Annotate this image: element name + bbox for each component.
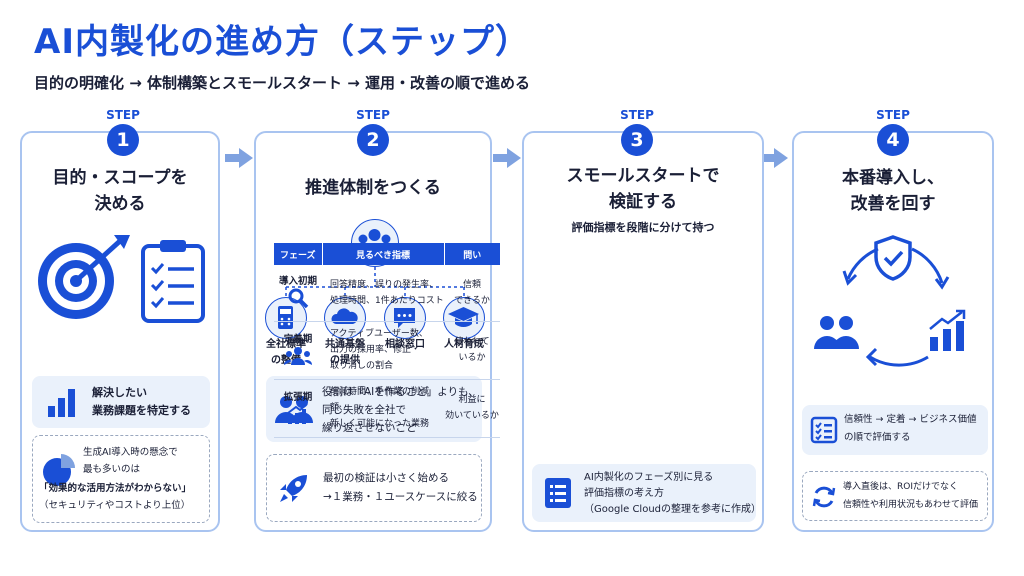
step-number-1: 1 [107, 124, 139, 156]
step-4-eval-line2: の順で評価する [844, 432, 911, 443]
table-cell-phase: 導入初期 [278, 276, 317, 288]
step-number-4: 4 [877, 124, 909, 156]
table-cell-metric: 削減時間、手作業の削減額、 [330, 387, 430, 413]
growth-chart-icon [287, 402, 308, 424]
group-icon [284, 346, 312, 365]
step-3-source-line1: AI内製化のフェーズ別に見る [584, 472, 714, 483]
step-4-roi-line1: 導入直後は、ROIだけでなく [843, 482, 958, 492]
document-list-icon [545, 478, 571, 508]
step-card-3: スモールスタートで 検証する 評価指標を段階に分けて持つ AI内製化のフェーズ別… [522, 131, 764, 532]
arrow-right-icon [225, 148, 253, 168]
bar-chart-icon [48, 389, 75, 417]
step-3-title-line1: スモールスタートで [566, 166, 720, 186]
target-icon [38, 235, 130, 319]
step-number-2: 2 [357, 124, 389, 156]
evaluation-metrics-table: フェーズ 見るべき指標 問い 導入初期 回答精度、誤りの発生率、 処理時間、1件… [274, 243, 500, 438]
growth-bars-icon [929, 309, 966, 351]
step-4-title-line2: 改善を回す [850, 194, 936, 214]
table-header-metric: 見るべき指標 [322, 243, 445, 265]
table-row: 拡張期 削減時間、手作業の削減額、 新しく可能になった業務 利益に 効いているか [274, 379, 500, 438]
refresh-icon [812, 486, 836, 508]
page-subtitle: 目的の明確化 → 体制構築とスモールスタート → 運用・改善の順で進める [34, 74, 531, 92]
step-4-eval-box: 信頼性 → 定着 → ビジネス価値 の順で評価する [802, 405, 988, 455]
step-1-note-line1: 生成AI導入時の懸念で [83, 447, 178, 458]
task-list-icon [810, 416, 838, 444]
table-cell-metric: 処理時間、1件あたりコスト [330, 295, 444, 306]
table-cell-question: 信頼 [462, 279, 481, 290]
step-3-title-line2: 検証する [609, 192, 677, 212]
table-cell-phase: 拡張期 [283, 391, 313, 403]
arrow-right-icon [493, 148, 521, 168]
table-row: 定着期 アクティブユーザー数、 出力の採用率、修正・ 取り消しの割合 使われて … [274, 321, 500, 380]
magnifier-icon [288, 288, 309, 309]
step-2-start-box: 最初の検証は小さく始める →１業務・１ユースケースに絞る [266, 454, 482, 522]
step-2-start-line1: 最初の検証は小さく始める [323, 472, 449, 484]
step-3-source-line2: 評価指標の考え方 [584, 488, 664, 499]
table-cell-phase: 定着期 [283, 333, 313, 345]
table-cell-metric: アクティブユーザー数、 [330, 329, 428, 339]
step-1-title-line2: 決める [94, 194, 146, 214]
shield-check-icon [874, 235, 912, 281]
table-cell-metric: 新しく可能になった業務 [330, 419, 430, 429]
step-1-goal-line1: 解決したい [92, 386, 147, 399]
step-1-note-line2: 最も多いのは [83, 464, 141, 475]
table-cell-metric: 取り消しの割合 [330, 361, 394, 371]
step-1-goal-box: 解決したい 業務課題を特定する [32, 376, 210, 428]
step-3-source-line3: （Google Cloudの整理を参考に作成） [584, 504, 762, 515]
step-label-2: STEP [356, 108, 390, 122]
table-header-question: 問い [444, 243, 500, 265]
rocket-icon [280, 475, 307, 502]
step-1-note-box: 生成AI導入時の懸念で 最も多いのは 「効果的な活用方法がわからない」 （セキュ… [32, 435, 210, 523]
step-4-title-line1: 本番導入し、 [842, 168, 944, 188]
step-4-roi-box: 導入直後は、ROIだけでなく 信頼性や利用状況もあわせて評価 [802, 471, 988, 521]
step-1-goal-line2: 業務課題を特定する [92, 404, 191, 417]
table-cell-question: いるか [458, 353, 486, 363]
table-cell-question: 使われて [454, 337, 490, 347]
table-cell-metric: 出力の採用率、修正・ [330, 345, 421, 355]
step-3-caption: 評価指標を段階に分けて持つ [571, 221, 715, 234]
step-2-title: 推進体制をつくる [305, 178, 441, 198]
table-header-phase: フェーズ [274, 243, 323, 265]
table-cell-metric: 回答精度、誤りの発生率、 [330, 279, 439, 290]
arrow-right-icon [760, 148, 788, 168]
step-card-4: 本番導入し、 改善を回す 信頼性 → 定着 → ビジネス価値 の順で評価する [792, 131, 994, 532]
checklist-clipboard-icon [141, 240, 205, 323]
step-4-eval-line1: 信頼性 → 定着 → ビジネス価値 [844, 414, 977, 425]
page-title: AI内製化の進め方（ステップ） [34, 22, 530, 62]
step-4-roi-line2: 信頼性や利用状況もあわせて評価 [843, 500, 979, 510]
step-label-4: STEP [876, 108, 910, 122]
pie-chart-icon [43, 454, 75, 486]
table-cell-question: 効いているか [445, 411, 499, 421]
step-1-title-line1: 目的・スコープを [52, 168, 188, 188]
table-cell-question: 利益に [458, 395, 486, 405]
table-cell-question: できるか [454, 295, 490, 306]
step-1-note-line4: （セキュリティやコストより上位） [39, 500, 191, 511]
step-3-source-box: AI内製化のフェーズ別に見る 評価指標の考え方 （Google Cloudの整理… [532, 464, 762, 522]
step-card-1: 目的・スコープを 決める 解決したい 業務課題を特定する [20, 131, 220, 532]
step-label-3: STEP [620, 108, 654, 122]
step-1-note-line3: 「効果的な活用方法がわからない」 [39, 483, 192, 494]
users-icon [814, 316, 859, 349]
step-2-start-line2: →１業務・１ユースケースに絞る [323, 491, 478, 503]
step-label-1: STEP [106, 108, 140, 122]
table-row: 導入初期 回答精度、誤りの発生率、 処理時間、1件あたりコスト 信頼 できるか [274, 265, 500, 322]
step-number-3: 3 [621, 124, 653, 156]
